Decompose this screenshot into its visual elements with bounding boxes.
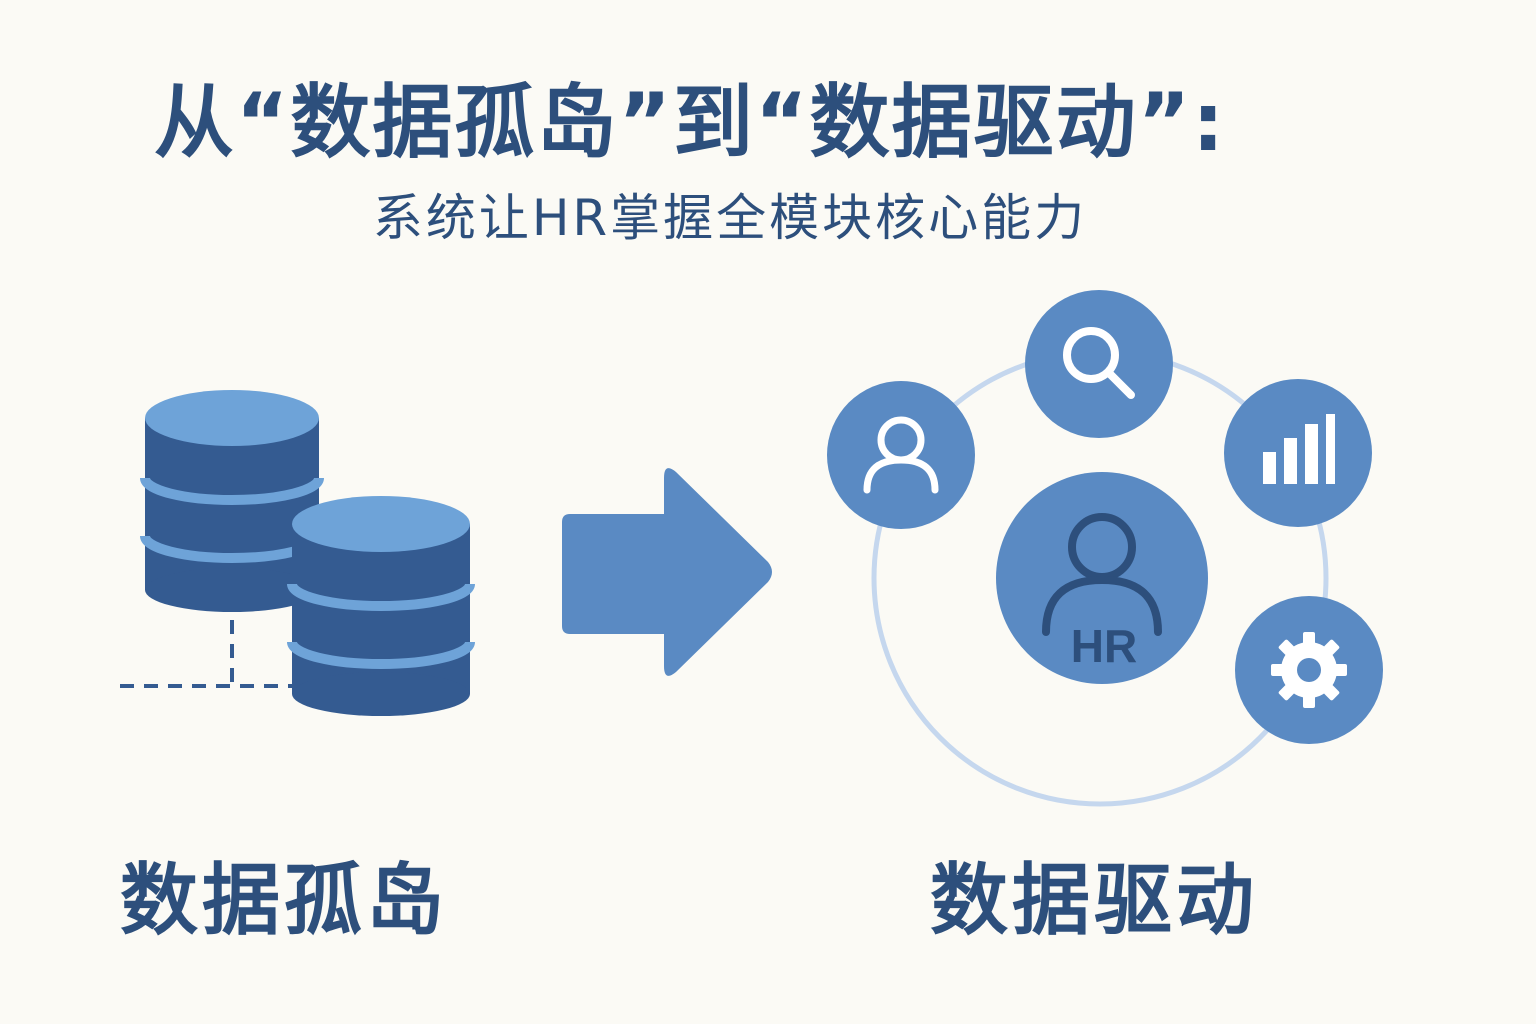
database-icon <box>287 496 475 716</box>
search-node <box>1025 290 1173 438</box>
bar-chart-icon <box>1263 414 1335 484</box>
page-subtitle: 系统让HR掌握全模块核心能力 <box>372 189 1088 247</box>
page-title: 从“数据孤岛”到“数据驱动”: <box>153 76 1227 169</box>
arrow-right-icon <box>562 468 772 676</box>
hr-hub: HR <box>996 472 1208 684</box>
database-icon <box>140 390 324 612</box>
person-icon <box>1042 513 1162 636</box>
data-driven-graphic: HR <box>827 290 1383 807</box>
dashed-connector <box>120 620 296 688</box>
user-node <box>827 381 975 529</box>
settings-node <box>1235 596 1383 744</box>
user-icon <box>863 416 939 494</box>
hr-label: HR <box>1071 620 1137 672</box>
data-silos-label: 数据孤岛 <box>120 856 449 946</box>
gear-icon <box>1271 632 1347 708</box>
search-icon <box>1063 327 1135 399</box>
data-driven-label: 数据驱动 <box>930 856 1259 946</box>
chart-node <box>1224 379 1372 527</box>
data-silos-graphic <box>120 390 475 716</box>
